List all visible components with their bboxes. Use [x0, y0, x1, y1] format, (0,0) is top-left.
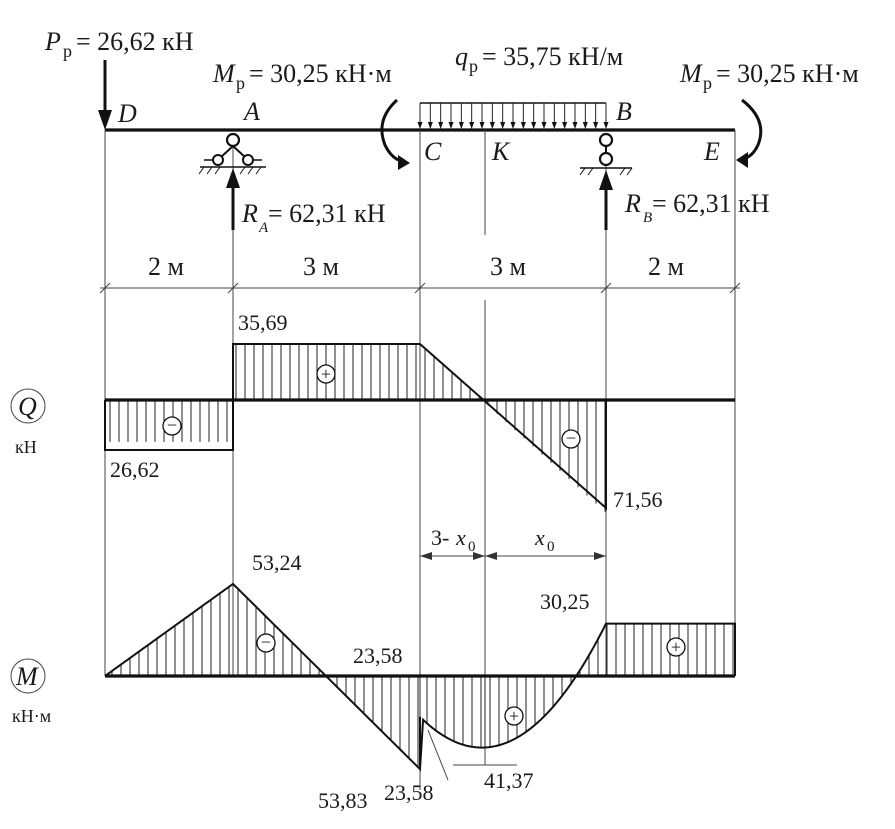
- moment-left-symbol: M: [212, 59, 236, 88]
- moment-leader-line: [427, 729, 449, 781]
- shear-value-label-1: 35,69: [238, 310, 288, 335]
- point-label-C: C: [424, 137, 442, 166]
- moment-right-subscript: р: [703, 73, 712, 93]
- dist-load-arrowhead: [510, 122, 516, 129]
- moment-sign-1: −: [256, 632, 276, 653]
- point-label-K: K: [491, 137, 511, 166]
- point-label-D: D: [117, 99, 137, 128]
- moment-left-value: = 30,25 кН·м: [249, 59, 392, 88]
- distributed-load-q: [417, 102, 609, 129]
- svg-text:−: −: [261, 632, 271, 652]
- svg-text:+: +: [671, 637, 681, 657]
- reaction-A-subscript: A: [258, 220, 269, 236]
- reaction-B-symbol: R: [624, 189, 641, 218]
- dist-load-arrowhead: [562, 122, 568, 129]
- reaction-A-arrow: [226, 168, 240, 230]
- shear-value-label-2: 26,62: [110, 457, 160, 482]
- shear-value-label-3: 71,56: [613, 487, 663, 512]
- x0-dimension-line: [420, 552, 606, 560]
- x0-left-symbol: x: [455, 525, 466, 550]
- shear-sign-3: −: [561, 428, 581, 449]
- span-dimension-line: [99, 282, 741, 294]
- point-label-B: B: [616, 97, 632, 126]
- point-label-E: E: [703, 137, 720, 166]
- dist-load-arrowhead: [427, 122, 433, 129]
- dist-load-arrowhead: [572, 122, 578, 129]
- moment-value-label-C-right: 23,58: [384, 780, 434, 805]
- dist-load-arrowhead: [582, 122, 588, 129]
- moment-left-subscript: р: [236, 73, 245, 93]
- moment-label: M: [15, 662, 39, 691]
- moment-sign-2: +: [504, 706, 524, 726]
- span-label-DA: 2 м: [148, 252, 184, 281]
- moment-value-label-B: 30,25: [540, 589, 590, 614]
- shear-unit: кН: [15, 437, 37, 457]
- shear-sign-1: −: [162, 415, 182, 436]
- moment-sign-3: +: [666, 637, 686, 657]
- force-P-value: = 26,62 кН: [76, 27, 194, 56]
- shear-label-circle: [10, 388, 46, 424]
- dist-load-symbol: q: [455, 42, 468, 71]
- span-label-BE: 2 м: [648, 252, 684, 281]
- shear-diagram-hatching: [109, 343, 606, 512]
- dist-load-arrowhead: [531, 122, 537, 129]
- dist-load-arrowhead: [448, 122, 454, 129]
- x0-right-symbol: x: [534, 525, 545, 550]
- dist-load-arrowhead: [417, 122, 423, 129]
- reaction-A-symbol: R: [241, 199, 258, 228]
- shear-outline: [104, 343, 607, 511]
- dist-load-arrowhead: [593, 122, 599, 129]
- span-label-AC: 3 м: [303, 252, 339, 281]
- span-label-CB: 3 м: [490, 252, 526, 281]
- moment-value-label-C-top: 23,58: [353, 643, 403, 668]
- moment-right-value: = 30,25 кН·м: [716, 59, 859, 88]
- moment-E-arrow: [736, 98, 763, 168]
- dist-load-arrowhead: [438, 122, 444, 129]
- dist-load-arrowhead: [500, 122, 506, 129]
- x0-left-subscript: 0: [468, 539, 476, 555]
- shear-sign-2: +: [316, 364, 336, 384]
- svg-text:−: −: [566, 428, 576, 448]
- reaction-B-value: = 62,31 кН: [652, 189, 770, 218]
- svg-text:+: +: [509, 706, 519, 726]
- moment-unit: кН·м: [12, 706, 51, 726]
- moment-C-arrow: [380, 98, 410, 170]
- dist-load-arrowhead: [469, 122, 475, 129]
- support-A-pin: [198, 132, 266, 175]
- dist-load-arrowhead: [541, 122, 547, 129]
- dist-load-arrowhead: [520, 122, 526, 129]
- moment-value-label-K: 41,37: [484, 768, 534, 793]
- point-label-A: A: [242, 97, 260, 126]
- force-P-subscript: р: [63, 41, 72, 61]
- dist-load-value: = 35,75 кН/м: [482, 42, 623, 71]
- dist-load-arrowhead: [551, 122, 557, 129]
- dist-load-subscript: р: [469, 56, 478, 76]
- moment-diagram-hatching: [111, 586, 734, 770]
- force-P-symbol: P: [44, 27, 61, 56]
- moment-outline: [104, 582, 736, 772]
- support-B-roller: [579, 132, 633, 176]
- moment-value-label-C-left: 53,83: [318, 788, 368, 813]
- moment-value-label-A: 53,24: [252, 550, 302, 575]
- svg-text:−: −: [167, 415, 177, 435]
- dist-load-arrowhead: [458, 122, 464, 129]
- x0-right-subscript: 0: [547, 539, 555, 555]
- svg-text:+: +: [321, 364, 331, 384]
- force-P-arrow: [98, 60, 112, 130]
- moment-right-symbol: M: [679, 59, 703, 88]
- shear-label: Q: [18, 392, 37, 421]
- dist-load-arrowhead: [489, 122, 495, 129]
- dist-load-arrowhead: [479, 122, 485, 129]
- dist-load-arrowhead: [603, 122, 609, 129]
- reaction-B-arrow: [599, 170, 613, 230]
- x0-left-prefix: 3-: [431, 525, 449, 550]
- reaction-B-subscript: B: [643, 210, 652, 226]
- reaction-A-value: = 62,31 кН: [268, 199, 386, 228]
- moment-label-circle: [10, 658, 46, 694]
